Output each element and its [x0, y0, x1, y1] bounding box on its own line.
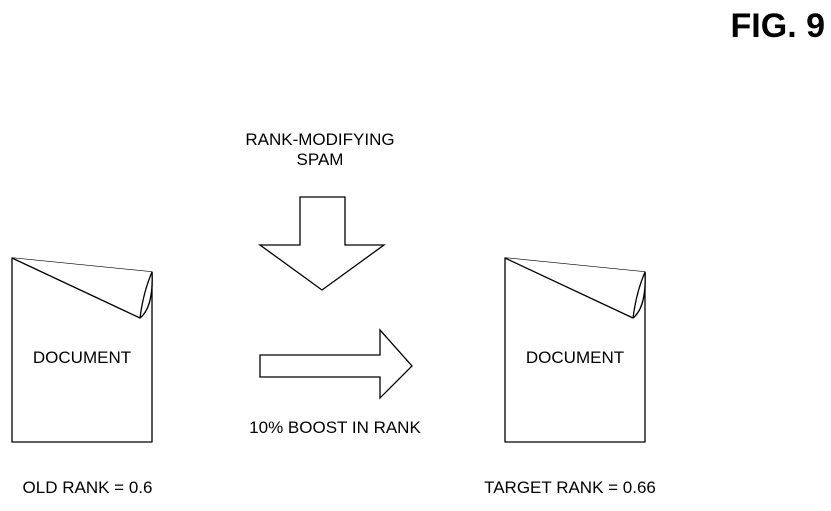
document-right-label: DOCUMENT [525, 348, 625, 367]
document-left-icon [11, 257, 153, 443]
spam-label-line-1: RANK-MODIFYING [245, 130, 395, 149]
figure-title: FIG. 9 [730, 7, 825, 45]
spam-label: RANK-MODIFYING SPAM [205, 130, 435, 170]
old-rank-label: OLD RANK = 0.6 [22, 478, 153, 497]
spam-label-line-2: SPAM [296, 150, 344, 169]
document-left-label: DOCUMENT [32, 348, 132, 367]
document-right-icon [504, 257, 646, 443]
spam-down-arrow [257, 196, 387, 291]
boost-label: 10% BOOST IN RANK [249, 418, 421, 437]
boost-right-arrow [259, 328, 413, 400]
target-rank-label: TARGET RANK = 0.66 [484, 478, 656, 497]
